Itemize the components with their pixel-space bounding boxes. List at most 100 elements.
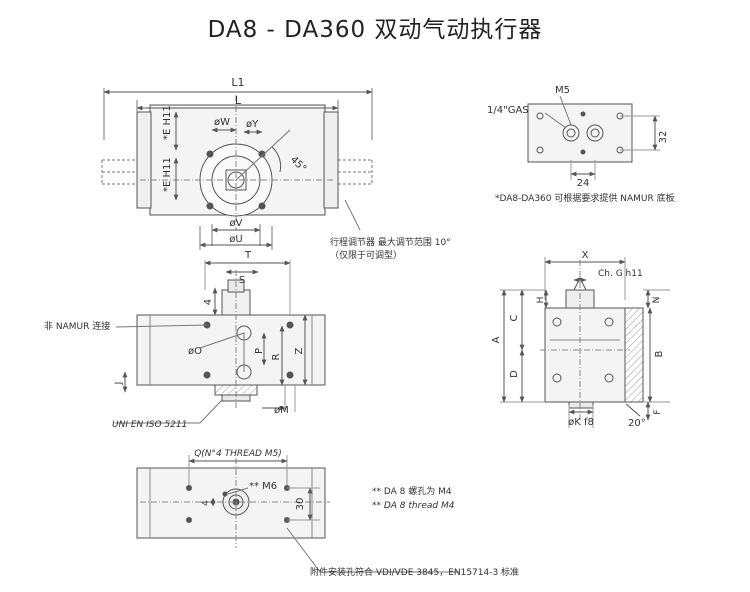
angle-45-line bbox=[235, 129, 291, 181]
label-phiM: øM bbox=[274, 405, 289, 416]
namur-port-2 bbox=[586, 124, 604, 142]
label-J: J bbox=[114, 382, 124, 386]
label-N: N bbox=[652, 297, 662, 304]
top-bolt-hole bbox=[206, 202, 214, 210]
label-EH11-b: *E H11 bbox=[162, 157, 173, 192]
angle-45-arc bbox=[271, 146, 282, 173]
label-X: X bbox=[582, 250, 589, 261]
non-namur-leader bbox=[115, 324, 208, 328]
namur-port-2-inner bbox=[590, 128, 600, 138]
phiO-leader bbox=[199, 332, 245, 372]
bottom-view bbox=[136, 455, 460, 573]
side-port bbox=[604, 317, 614, 327]
top-endcap-right bbox=[323, 111, 339, 209]
label-ChG: Ch. G h11 bbox=[598, 269, 643, 279]
side-port bbox=[604, 373, 614, 383]
namur-corner-hole bbox=[536, 112, 544, 120]
top-bolt-hole bbox=[258, 150, 266, 158]
stroke-adjuster-left bbox=[101, 159, 137, 185]
top-endcap-left bbox=[136, 111, 152, 209]
label-L1: L1 bbox=[231, 76, 244, 89]
note-namur-base: *DA8-DA360 可根据要求提供 NAMUR 底板 bbox=[495, 192, 675, 204]
bottom-view-labels: Q(N°4 THREAD M5) ** M6 4 30 ** DA 8 螺孔为 … bbox=[194, 449, 519, 578]
top-bolt-hole bbox=[206, 150, 214, 158]
stroke-adjuster-right bbox=[338, 159, 373, 185]
label-S: S bbox=[239, 275, 245, 286]
label-phiV: øV bbox=[230, 218, 243, 229]
label-H: H bbox=[536, 297, 546, 304]
side-view-labels: X Ch. G h11 H N A C D B F øK f8 20° bbox=[491, 250, 665, 429]
label-Z: Z bbox=[294, 347, 305, 354]
top-bolt-hole bbox=[258, 202, 266, 210]
label-P: P bbox=[254, 348, 265, 354]
side-hatch bbox=[624, 307, 644, 403]
namur-plate bbox=[527, 103, 633, 163]
page-title: DA8 - DA360 双动气动执行器 bbox=[207, 17, 543, 43]
label-gas: 1/4"GAS bbox=[487, 105, 529, 116]
label-phiY: øY bbox=[246, 119, 259, 130]
note-stroke-adjuster: 行程调节器 最大调节范围 10° bbox=[330, 236, 451, 248]
namur-m5-leader bbox=[559, 95, 572, 126]
label-Kf8: øK f8 bbox=[568, 417, 594, 428]
side-spigot bbox=[568, 401, 594, 409]
side-centerlines bbox=[540, 260, 630, 420]
label-iso5211: UNI EN ISO 5211 bbox=[112, 420, 187, 430]
front-view-labels: T S 4 非 NAMUR 连接 øO P R Z J øM UNI EN IS… bbox=[44, 250, 305, 430]
note-vdi-vde: 附件安装孔符合 VDI/VDE 3845，EN15714-3 标准 bbox=[310, 566, 519, 578]
label-bottom-4: 4 bbox=[201, 500, 211, 506]
label-D: D bbox=[509, 370, 520, 378]
side-port bbox=[552, 317, 562, 327]
label-Q: Q(N°4 THREAD M5) bbox=[194, 449, 282, 459]
iso-leader bbox=[115, 399, 223, 424]
top-view bbox=[101, 88, 373, 250]
bottom-thread-hole bbox=[186, 517, 192, 523]
note-thread-en: ** DA 8 thread M4 bbox=[372, 501, 455, 511]
namur-view bbox=[527, 95, 660, 180]
label-angle-20: 20° bbox=[628, 418, 646, 429]
vdi-leader bbox=[286, 527, 460, 573]
label-non-namur: 非 NAMUR 连接 bbox=[44, 320, 110, 332]
label-C: C bbox=[509, 314, 520, 321]
label-phiU: øU bbox=[229, 234, 242, 245]
namur-m5-hole bbox=[580, 111, 586, 117]
label-F: F bbox=[653, 409, 663, 414]
front-body bbox=[136, 314, 326, 386]
angle-20-line bbox=[625, 403, 641, 417]
label-phiW: øW bbox=[214, 117, 230, 128]
label-front-4: 4 bbox=[203, 299, 214, 305]
side-view bbox=[500, 257, 670, 428]
bottom-body bbox=[136, 467, 326, 539]
label-L: L bbox=[235, 94, 242, 107]
top-centerlines bbox=[140, 95, 335, 230]
label-M5: M5 bbox=[555, 85, 570, 96]
namur-port-1-inner bbox=[566, 128, 576, 138]
side-body bbox=[544, 307, 626, 403]
note-adjustable-only: （仅限于可调型） bbox=[330, 249, 402, 261]
front-thread-hole bbox=[286, 371, 294, 379]
label-bottom-30: 30 bbox=[295, 498, 306, 511]
bottom-thread-hole bbox=[186, 485, 192, 491]
stroke-adjuster-leader bbox=[344, 199, 361, 231]
namur-gas-leader bbox=[544, 112, 567, 129]
front-view bbox=[115, 260, 326, 424]
bottom-centerlines bbox=[140, 458, 330, 548]
front-thread-hole bbox=[203, 371, 211, 379]
label-M6: ** M6 bbox=[249, 481, 277, 492]
label-phiO: øO bbox=[188, 346, 202, 357]
label-24: 24 bbox=[577, 178, 590, 189]
label-32: 32 bbox=[658, 131, 669, 144]
namur-labels: M5 1/4"GAS 32 24 *DA8-DA360 可根据要求提供 NAMU… bbox=[487, 85, 675, 204]
M6-leader bbox=[227, 487, 249, 495]
bottom-m6-hole bbox=[222, 491, 228, 497]
label-T: T bbox=[244, 250, 252, 261]
side-port bbox=[552, 373, 562, 383]
top-view-labels: L1 L *E H11 *E H11 øW øY 45° øV øU 行程调节器… bbox=[162, 76, 451, 261]
label-EH11-a: *E H11 bbox=[162, 105, 173, 140]
label-A: A bbox=[491, 336, 502, 343]
namur-m5-hole bbox=[580, 149, 586, 155]
label-R: R bbox=[271, 353, 282, 360]
note-thread-cn: ** DA 8 螺孔为 M4 bbox=[372, 485, 452, 497]
label-B: B bbox=[654, 350, 665, 357]
